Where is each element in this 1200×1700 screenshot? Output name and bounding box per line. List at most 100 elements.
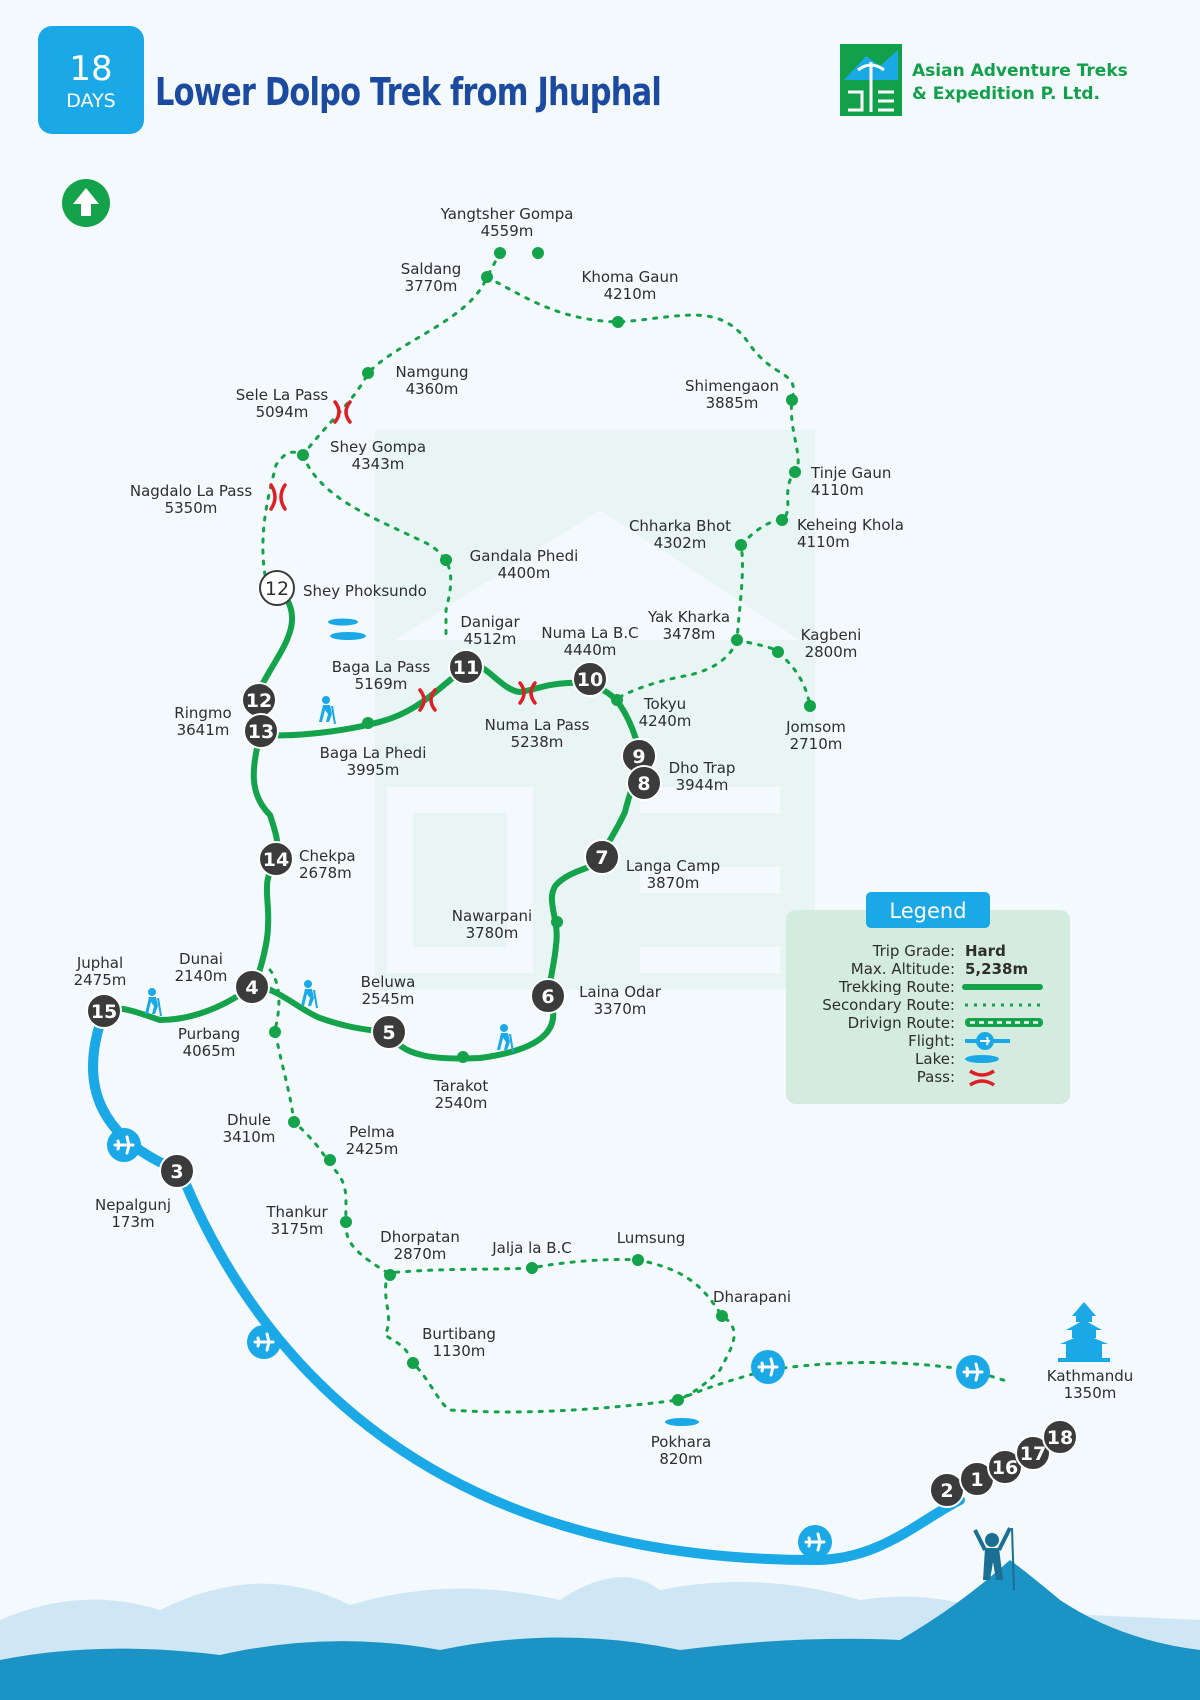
place-altitude: 5169m [355, 675, 408, 693]
place-altitude: 3995m [347, 761, 400, 779]
stop-badge-number: 14 [263, 849, 289, 871]
stop-badge-number: 1 [970, 1469, 983, 1491]
place-altitude: 3885m [706, 394, 759, 412]
place-name: Chekpa [299, 847, 356, 865]
stop-badge-number: 8 [637, 773, 650, 795]
stop-badge-number: 16 [992, 1457, 1018, 1479]
stop-badge-day-12: 12 [241, 682, 277, 718]
place-name: Numa La Pass [485, 716, 590, 734]
place-name: Baga La Pass [332, 658, 431, 676]
place-name: Jalja la B.C [491, 1239, 572, 1257]
stop-badge-day-5: 5 [371, 1014, 407, 1050]
days-badge [38, 26, 144, 134]
place-name: Dho Trap [669, 759, 736, 777]
place-name: Namgung [395, 363, 468, 381]
place-altitude: 5350m [165, 499, 218, 517]
stop-badge-circle [243, 713, 279, 749]
stop-badge-circle [371, 1014, 407, 1050]
stop-badge-day-11: 11 [448, 649, 484, 685]
place-altitude: 5238m [511, 733, 564, 751]
place-name: Burtibang [422, 1325, 496, 1343]
legend-max-alt: 5,238m [965, 960, 1028, 978]
place-name: Tarakot [433, 1077, 489, 1095]
place-altitude: 3410m [223, 1128, 276, 1146]
place-name: Jomsom [785, 718, 846, 736]
days-number: 18 [69, 49, 112, 89]
company-name-line1: Asian Adventure Treks [912, 61, 1128, 81]
airplane-icon [107, 1128, 990, 1559]
place-altitude: 4343m [352, 455, 405, 473]
place-altitude: 820m [659, 1450, 702, 1468]
place-altitude: 3870m [647, 874, 700, 892]
stop-badge-circle [626, 765, 662, 801]
company-name-line2: & Expedition P. Ltd. [912, 84, 1100, 104]
stop-badge-circle [86, 993, 122, 1029]
place-name: Gandala Phedi [470, 547, 579, 565]
place-altitude: 4559m [481, 222, 534, 240]
stop-badge-number: 11 [453, 657, 479, 679]
place-name: Shimengaon [685, 377, 779, 395]
legend-flight-swatch [965, 1032, 1010, 1050]
place-altitude: 2545m [362, 990, 415, 1008]
stop-badge-number: 7 [595, 847, 608, 869]
place-altitude: 3944m [676, 776, 729, 794]
place-altitude: 5094m [256, 403, 309, 421]
stop-badge-day-9: 9 [621, 738, 657, 774]
stop-badge-circle [159, 1153, 195, 1189]
place-altitude: 2140m [175, 967, 228, 985]
stop-badge-circle [234, 969, 270, 1005]
days-label: DAYS [66, 90, 116, 112]
lake-icon [328, 618, 366, 640]
place-name: Dharapani [713, 1288, 791, 1306]
lake-icon [665, 1418, 699, 1426]
place-altitude: 1130m [433, 1342, 486, 1360]
place-name: Baga La Phedi [320, 744, 427, 762]
place-altitude: 3641m [177, 721, 230, 739]
place-name: Saldang [401, 260, 462, 278]
place-name: Sele La Pass [236, 386, 329, 404]
stop-badge-day-15: 15 [86, 993, 122, 1029]
stop-badge-circle [259, 570, 295, 606]
place-shey_phoksundo: Shey Phoksundo [303, 582, 427, 600]
place-name: Numa La B.C [541, 624, 638, 642]
place-name: Nagdalo La Pass [130, 482, 252, 500]
place-name: Shey Gompa [330, 438, 426, 456]
place-altitude: 3370m [594, 1000, 647, 1018]
place-altitude: 4210m [604, 285, 657, 303]
stop-badge-circle [1015, 1435, 1051, 1471]
stop-badge-number: 5 [382, 1022, 395, 1044]
place-altitude: 4512m [464, 630, 517, 648]
place-name: Dhorpatan [380, 1228, 460, 1246]
place-altitude: 3478m [663, 625, 716, 643]
place-name: Pelma [349, 1123, 395, 1141]
stop-badge-circle [530, 978, 566, 1014]
stop-badge-day-10: 10 [572, 661, 608, 697]
stop-badge-number: 6 [541, 986, 554, 1008]
place-name: Shey Phoksundo [303, 582, 427, 600]
stop-badge-circle [448, 649, 484, 685]
place-name: Beluwa [361, 973, 416, 991]
stop-badge-circle [584, 839, 620, 875]
stop-badge-day-12: 12 [259, 570, 295, 606]
place-name: Laina Odar [579, 983, 662, 1001]
place-name: Langa Camp [626, 857, 720, 875]
place-altitude: 2678m [299, 864, 352, 882]
stop-badge-day-17: 17 [1015, 1435, 1051, 1471]
